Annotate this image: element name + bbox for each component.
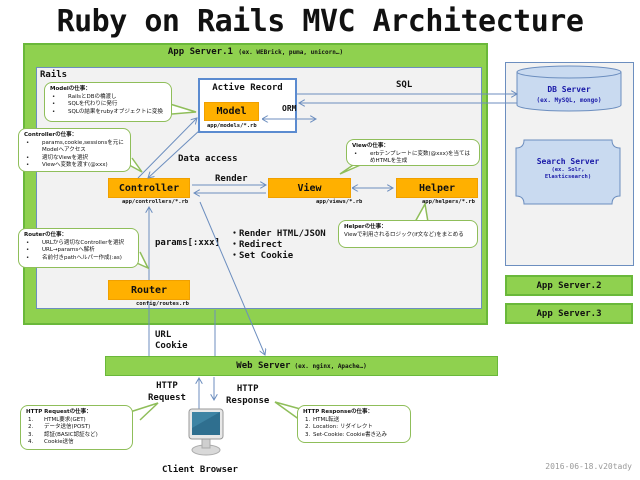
http-response-http: HTTP xyxy=(236,384,259,394)
model-box[interactable]: Model xyxy=(204,102,259,121)
model-label: Model xyxy=(216,106,247,117)
data-access-arrow-2 xyxy=(148,129,201,178)
db-server-cylinder xyxy=(516,65,622,112)
http-response-bubble-tail xyxy=(274,401,305,421)
model-bubble-title: Modelの仕事： xyxy=(50,86,91,92)
action-set-cookie: ・Set Cookie xyxy=(230,251,294,261)
http-request-bubble-item: 認証(BASIC認証など) xyxy=(26,432,127,440)
controller-bubble-item: 適切なViewを選択 xyxy=(24,155,125,163)
computer-monitor-icon[interactable] xyxy=(186,406,226,456)
controller-to-webserver-arrow xyxy=(199,201,265,355)
web-server[interactable]: Web Server (ex. nginx, Apache…) xyxy=(105,356,498,376)
db-server-label: DB Server xyxy=(547,85,591,94)
app-server-2-label: App Server.2 xyxy=(536,280,602,291)
helper-label: Helper xyxy=(418,182,456,194)
view-label: View xyxy=(297,182,322,194)
model-bubble-item: SQLの結果をrubyオブジェクトに変換 xyxy=(50,109,166,117)
view-box[interactable]: View xyxy=(268,178,351,198)
search-server-examples-1: (ex. Solr, xyxy=(551,167,585,173)
web-server-examples: (ex. nginx, Apache…) xyxy=(294,362,367,370)
http-response-bubble-item: Set-Cookie: Cookie書き込み xyxy=(303,432,405,440)
app-server-3[interactable]: App Server.3 xyxy=(505,303,633,324)
helper-path: app/helpers/*.rb xyxy=(422,199,475,205)
http-request-bubble: HTTP Requestの仕事： HTML要求(GET) データ送信(POST)… xyxy=(20,405,133,450)
data-access-arrow-1 xyxy=(137,118,197,179)
action-redirect: ・Redirect xyxy=(230,240,283,250)
router-bubble-item: URLから適切なControllerを選択 xyxy=(24,240,133,248)
search-server-label: Search Server xyxy=(536,157,600,166)
controller-path: app/controllers/*.rb xyxy=(122,199,189,205)
app-server-1-label: App Server.1 (ex. WEBrick, puma, unicorn… xyxy=(23,47,488,57)
sql-label: SQL xyxy=(396,80,413,90)
helper-bubble: Helperの仕事： Viewで利用されるロジック(if文など)をまとめる xyxy=(338,220,478,248)
router-bubble: Routerの仕事： URLから適切なControllerを選択 URL→par… xyxy=(18,228,139,268)
rails-label: Rails xyxy=(40,70,68,80)
search-server[interactable]: Search Server (ex. Solr, Elasticsearch) xyxy=(516,157,620,181)
router-label: Router xyxy=(130,284,168,296)
search-server-examples-2: Elasticsearch) xyxy=(544,174,592,180)
controller-bubble: Controllerの仕事： params,cookie,sessionsを元に… xyxy=(18,128,131,172)
model-bubble-item: RailsとDBの橋渡し xyxy=(50,94,166,102)
controller-bubble-title: Controllerの仕事： xyxy=(24,132,78,138)
app-server-2[interactable]: App Server.2 xyxy=(505,275,633,296)
active-record-label: Active Record xyxy=(212,83,283,93)
http-request-bubble-item: HTML要求(GET) xyxy=(26,417,127,425)
orm-label: ORM xyxy=(282,104,297,113)
view-bubble: Viewの仕事： erbテンプレートに変数(@xxx)を当てはめHTMLを生成 xyxy=(346,139,480,166)
router-bubble-item: 名前付きpathヘルパー作成(:as) xyxy=(24,255,133,263)
http-request-bubble-tail xyxy=(129,402,159,421)
db-server[interactable]: DB Server (ex. MySQL, mongo) xyxy=(517,84,621,106)
http-request-request: Request xyxy=(148,393,186,403)
url-cookie-label: URL Cookie xyxy=(155,330,188,352)
view-bubble-title: Viewの仕事： xyxy=(352,143,389,149)
app-server-1-examples: (ex. WEBrick, puma, unicorn…) xyxy=(238,49,344,56)
action-render: ・Render HTML/JSON xyxy=(230,229,326,239)
app-server-3-label: App Server.3 xyxy=(536,308,602,319)
model-bubble-item: SQLを代わりに発行 xyxy=(50,101,166,109)
http-response-label: HTTP Response xyxy=(226,383,269,407)
router-box[interactable]: Router xyxy=(108,280,190,300)
helper-bubble-item: Viewで利用されるロジック(if文など)をまとめる xyxy=(344,231,464,238)
model-path: app/models/*.rb xyxy=(207,123,257,129)
model-bubble-tail xyxy=(169,103,197,115)
controller-bubble-item: params,cookie,sessionsを元にModelへアクセス xyxy=(24,140,125,155)
http-response-bubble-item: HTML転送 xyxy=(303,417,405,425)
controller-label: Controller xyxy=(118,182,180,194)
http-response-bubble: HTTP Responseの仕事： HTML転送 Location: リダイレク… xyxy=(297,405,411,443)
url-label: URL xyxy=(155,330,172,340)
controller-bubble-item: Viewへ変数を渡す(@xxx) xyxy=(24,162,125,170)
search-server-shape xyxy=(515,139,621,205)
footer-credit: 2016-06-18.v20tady xyxy=(545,462,632,471)
router-bubble-title: Routerの仕事： xyxy=(24,232,68,238)
db-server-examples: (ex. MySQL, mongo) xyxy=(536,97,602,104)
model-bubble: Modelの仕事： RailsとDBの橋渡し SQLを代わりに発行 SQLの結果… xyxy=(44,82,172,122)
view-path: app/views/*.rb xyxy=(316,199,363,205)
web-server-label: Web Server xyxy=(236,361,291,371)
data-access-label: Data access xyxy=(178,154,238,164)
controller-actions: ・Render HTML/JSON ・Redirect ・Set Cookie xyxy=(230,229,326,262)
helper-box[interactable]: Helper xyxy=(396,178,478,198)
helper-bubble-tail xyxy=(414,201,429,223)
client-browser-label: Client Browser xyxy=(162,465,238,475)
http-request-bubble-title: HTTP Requestの仕事： xyxy=(26,409,92,415)
router-bubble-item: URL→paramsへ解析 xyxy=(24,247,133,255)
render-label: Render xyxy=(215,174,248,184)
http-request-bubble-item: Cookie送信 xyxy=(26,439,127,447)
params-label: params[:xxx] xyxy=(155,238,221,248)
view-bubble-item: erbテンプレートに変数(@xxx)を当てはめHTMLを生成 xyxy=(352,151,474,166)
http-request-http: HTTP xyxy=(156,381,178,391)
diagram-title: Ruby on Rails MVC Architecture xyxy=(56,4,584,39)
http-request-label: HTTP Request xyxy=(148,380,186,404)
http-response-bubble-item: Location: リダイレクト xyxy=(303,424,405,432)
cookie-label: Cookie xyxy=(155,341,188,351)
helper-bubble-title: Helperの仕事： xyxy=(344,224,387,230)
http-response-response: Response xyxy=(226,396,270,406)
http-request-bubble-item: データ送信(POST) xyxy=(26,424,127,432)
http-response-bubble-title: HTTP Responseの仕事： xyxy=(303,409,374,415)
app-server-1-name: App Server.1 xyxy=(167,47,233,57)
router-path: config/routes.rb xyxy=(136,301,189,307)
